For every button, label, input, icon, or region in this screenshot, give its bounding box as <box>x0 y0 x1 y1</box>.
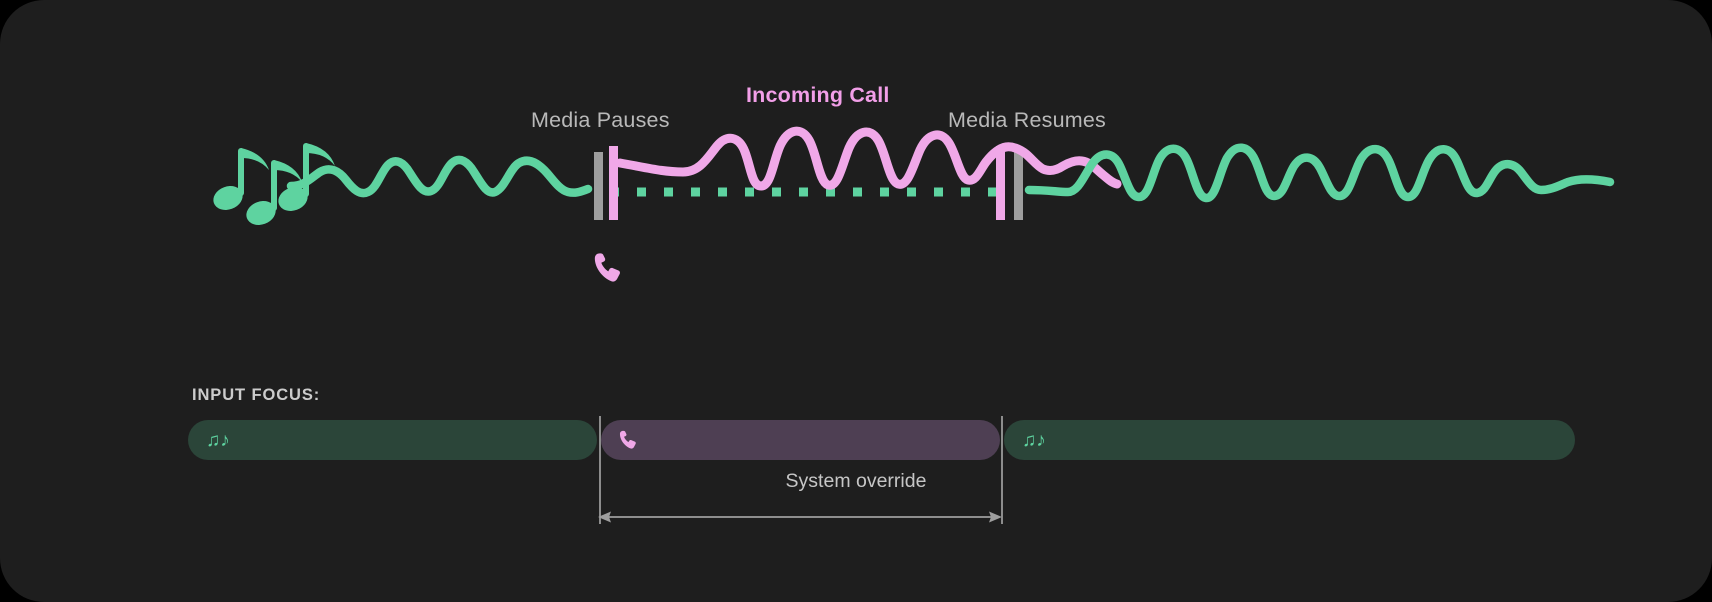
label-incoming-call: Incoming Call <box>746 83 890 107</box>
media-waveform-before <box>286 155 593 198</box>
focus-bar-media-after[interactable]: ♫♪ <box>1004 420 1575 460</box>
media-waveform-after <box>1024 143 1615 203</box>
music-notes-icon: ♫♪ <box>1022 429 1046 451</box>
override-guide-line-left <box>599 416 601 524</box>
label-media-pauses: Media Pauses <box>531 108 670 132</box>
double-headed-arrow-icon <box>598 511 1002 523</box>
audio-timeline: Media Pauses Incoming Call Media Resumes <box>213 83 1615 282</box>
media-resume-marker <box>1014 152 1023 220</box>
input-focus-heading: INPUT FOCUS: <box>192 386 321 404</box>
focus-bar-media-before[interactable]: ♫♪ <box>188 420 597 460</box>
phone-handset-icon <box>619 430 639 450</box>
focus-bar-call[interactable] <box>601 420 1000 460</box>
call-start-marker <box>609 146 618 220</box>
media-pause-marker <box>594 152 603 220</box>
system-override-label: System override <box>785 470 927 492</box>
music-notes-icon <box>213 143 335 225</box>
input-focus-section: INPUT FOCUS: ♫♪ ♫♪ System override <box>0 330 1712 602</box>
phone-handset-icon <box>594 253 620 282</box>
input-focus-track: ♫♪ ♫♪ <box>188 420 1575 460</box>
override-guide-line-right <box>1001 416 1003 524</box>
waveform-graphic <box>213 126 1615 282</box>
call-waveform <box>615 126 1122 191</box>
label-media-resumes: Media Resumes <box>948 108 1106 132</box>
music-notes-icon: ♫♪ <box>206 429 230 451</box>
call-end-marker <box>996 146 1005 220</box>
